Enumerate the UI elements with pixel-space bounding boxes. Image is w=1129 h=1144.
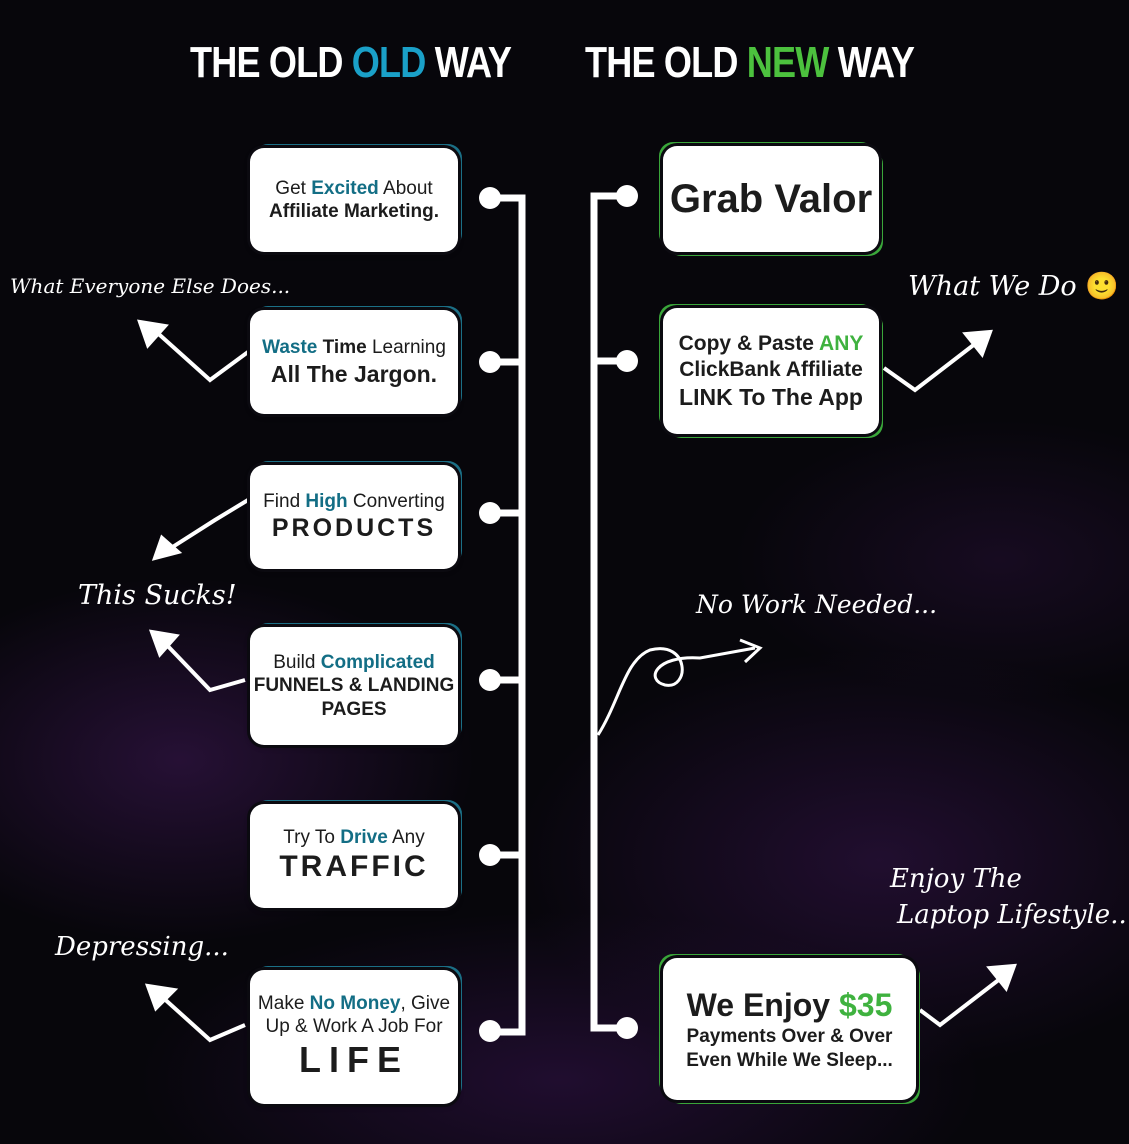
note-no-work-needed: No Work Needed...	[696, 590, 938, 619]
note-depressing: Depressing...	[55, 932, 229, 962]
heading-old-new-way: THE OLD NEW WAY	[585, 38, 915, 87]
timeline-dot	[479, 844, 501, 866]
note-what-everyone-else-does: What Everyone Else Does...	[10, 274, 291, 298]
timeline-dot	[616, 185, 638, 207]
note-enjoy-the: Enjoy The	[890, 864, 1022, 894]
heading-old-old-way: THE OLD OLD WAY	[190, 38, 512, 87]
note-laptop-lifestyle: Laptop Lifestyle...	[897, 900, 1129, 930]
timeline-dot	[479, 502, 501, 524]
step-find-products: Find High Converting PRODUCTS	[250, 465, 458, 569]
step-build-funnels: Build Complicated FUNNELS & LANDING PAGE…	[250, 627, 458, 745]
step-no-money: Make No Money, Give Up & Work A Job For …	[250, 970, 458, 1104]
note-what-we-do: What We Do 🙂	[908, 271, 1119, 302]
step-copy-paste-link: Copy & Paste ANY ClickBank Affiliate LIN…	[663, 308, 879, 434]
smiley-icon: 🙂	[1085, 271, 1119, 302]
note-this-sucks: This Sucks!	[78, 580, 237, 611]
timeline-dot	[479, 669, 501, 691]
step-waste-time: Waste Time Learning All The Jargon.	[250, 310, 458, 414]
timeline-dot	[479, 1020, 501, 1042]
timeline-dot	[479, 351, 501, 373]
timeline-dot	[616, 350, 638, 372]
step-drive-traffic: Try To Drive Any TRAFFIC	[250, 804, 458, 908]
step-enjoy-payments: We Enjoy $35 Payments Over & Over Even W…	[663, 958, 916, 1100]
timeline-dot	[479, 187, 501, 209]
timeline-dot	[616, 1017, 638, 1039]
step-get-excited: Get Excited About Affiliate Marketing.	[250, 148, 458, 252]
step-grab-valor: Grab Valor	[663, 146, 879, 252]
